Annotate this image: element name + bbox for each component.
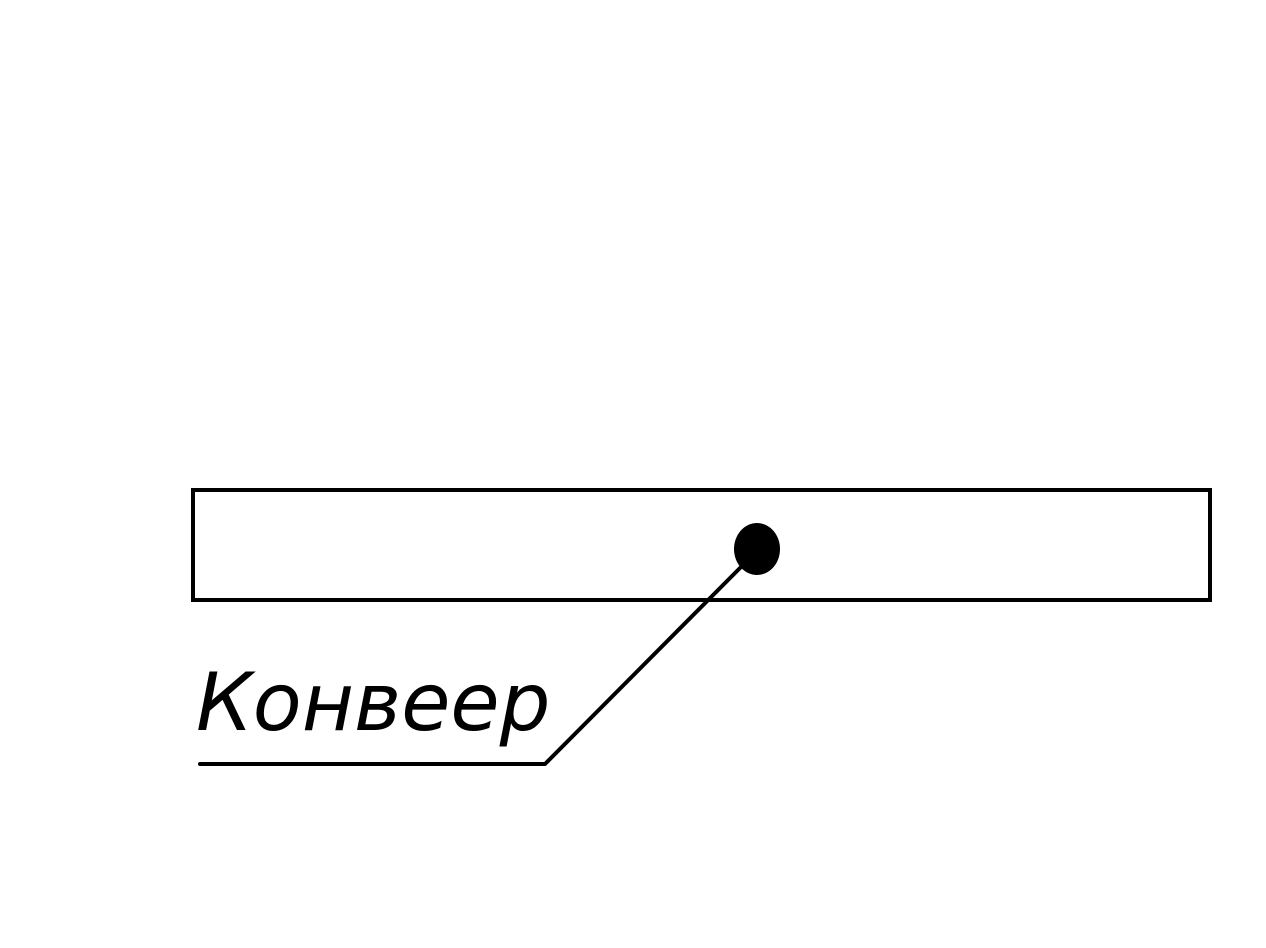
- reference-point: [734, 523, 780, 575]
- conveyor-label: Конвеер: [196, 656, 551, 749]
- leader-line: [198, 564, 744, 766]
- conveyor-body: [191, 488, 1212, 602]
